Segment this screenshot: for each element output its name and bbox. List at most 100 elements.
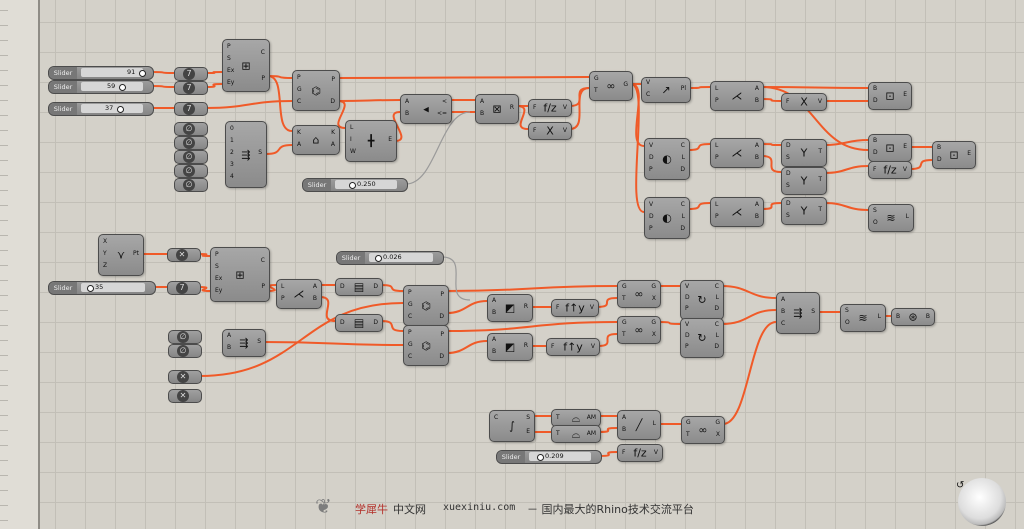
slider-knob[interactable] xyxy=(119,84,126,91)
slider-7[interactable]: Slider 0.209 xyxy=(496,450,602,464)
curve-icon: ⌂ xyxy=(312,133,320,147)
slider-track[interactable]: 59 xyxy=(81,82,143,91)
rotate-arrow-icon[interactable]: ↺ xyxy=(956,480,965,491)
slider-5[interactable]: Slider 35 xyxy=(48,281,156,295)
number-param[interactable]: 7 xyxy=(174,67,208,81)
wire xyxy=(198,286,211,292)
slider-1[interactable]: Slider 91 xyxy=(48,66,154,80)
curve-param[interactable]: ∅ xyxy=(174,164,208,178)
ruler-tick xyxy=(0,385,8,386)
slider-2[interactable]: Slider 59 xyxy=(48,80,154,94)
canvas-navigator[interactable] xyxy=(958,478,1006,526)
wire xyxy=(337,99,401,102)
slider-knob[interactable] xyxy=(349,182,356,189)
surface-icon: ⌬ xyxy=(421,299,431,312)
point-param[interactable]: ✕ xyxy=(168,370,202,384)
slider-knob[interactable] xyxy=(537,454,544,461)
curve-param[interactable]: ∅ xyxy=(168,330,202,344)
wire xyxy=(319,296,336,322)
left-panel-edge xyxy=(0,0,40,529)
slider-track[interactable]: 37 xyxy=(81,104,143,113)
slider-track[interactable]: 91 xyxy=(81,68,146,77)
curve-param[interactable]: ∅ xyxy=(174,136,208,150)
slider-track[interactable]: 0.209 xyxy=(529,452,591,461)
slider-knob[interactable] xyxy=(117,106,124,113)
surface-icon: ⌬ xyxy=(421,339,431,352)
ruler-tick xyxy=(0,115,8,116)
slider-knob[interactable] xyxy=(375,255,382,262)
slider-track[interactable]: 0.250 xyxy=(335,180,397,189)
slider-knob[interactable] xyxy=(87,285,94,292)
curve-param[interactable]: ∅ xyxy=(174,122,208,136)
wire xyxy=(569,87,590,130)
slider-4[interactable]: Slider 0.250 xyxy=(302,178,408,192)
point-param[interactable]: ✕ xyxy=(167,248,201,262)
curve-param[interactable]: ∅ xyxy=(174,150,208,164)
slider-track[interactable]: 0.026 xyxy=(369,253,433,262)
curve-icon: ∅ xyxy=(183,123,195,135)
wire xyxy=(596,297,618,308)
slider-6[interactable]: Slider 0.026 xyxy=(336,251,444,265)
number-param[interactable]: 7 xyxy=(174,81,208,95)
point-param[interactable]: ✕ xyxy=(168,389,202,403)
slider-3[interactable]: Slider 37 xyxy=(48,102,154,116)
number-param[interactable]: 7 xyxy=(174,102,208,116)
slider-knob[interactable] xyxy=(139,70,146,77)
curve-param[interactable]: ∅ xyxy=(174,178,208,192)
slider-track[interactable]: 35 xyxy=(81,283,145,292)
number-param[interactable]: 7 xyxy=(167,281,201,295)
curve-param[interactable]: ∅ xyxy=(168,344,202,358)
